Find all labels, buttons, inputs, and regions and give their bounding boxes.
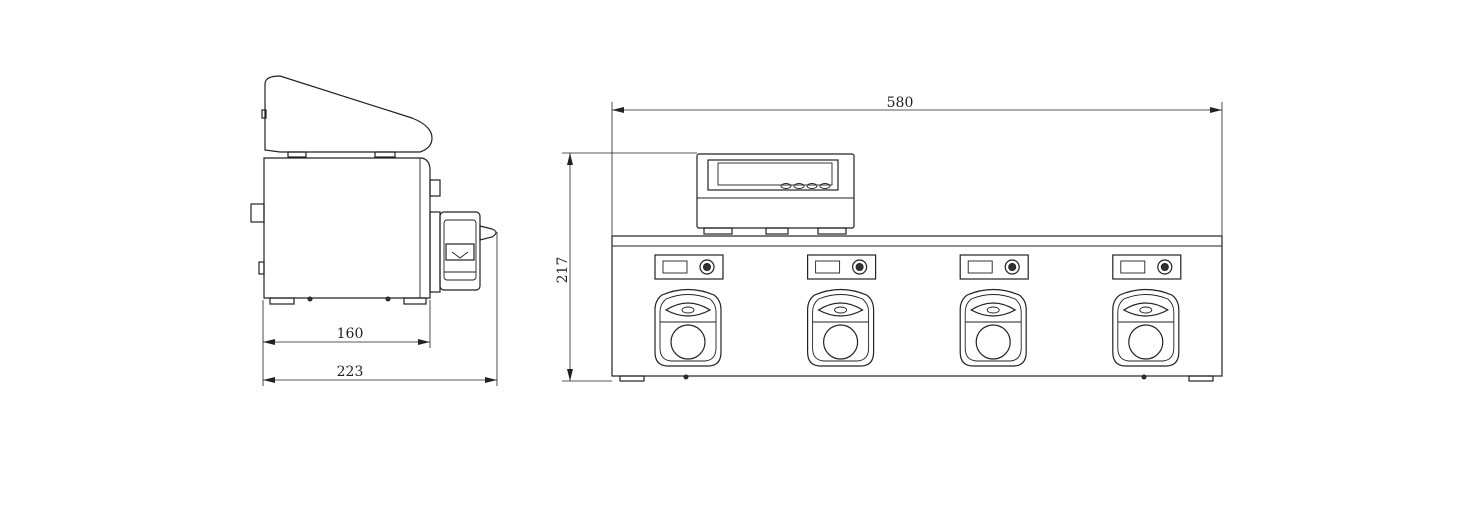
- pump-latch-lever: [664, 302, 712, 317]
- side-pump-plate: [445, 243, 475, 261]
- channel-display: [1120, 260, 1146, 274]
- dim-580-arrow-left: [612, 107, 624, 113]
- pump-latch-slot: [834, 306, 848, 314]
- pump-head-inner: [812, 294, 870, 362]
- side-foot-dot-left: [307, 296, 313, 302]
- pump-heads: [654, 254, 1182, 367]
- channel-control-panel: [959, 254, 1029, 280]
- channel-knob-center: [855, 263, 864, 271]
- front-foot-dot-left: [683, 374, 689, 380]
- channel-knob-center: [1008, 263, 1017, 271]
- pump-head-housing: [654, 288, 722, 367]
- channel-control-panel: [654, 254, 724, 280]
- pump-head-housing: [959, 288, 1027, 367]
- side-cover-knob: [261, 109, 267, 119]
- pump-latch-slot: [681, 306, 695, 314]
- front-cabinet: [611, 235, 1223, 377]
- side-foot-dot-right: [385, 296, 391, 302]
- pump-head-housing: [1112, 288, 1180, 367]
- side-foot-right: [403, 297, 427, 305]
- pump-channel-3: [959, 254, 1029, 367]
- pump-latch-lever: [970, 302, 1017, 317]
- pump-latch-slot: [986, 306, 1000, 314]
- dim-223-arrow-right: [485, 377, 497, 383]
- dim-160-label: 160: [337, 326, 364, 342]
- channel-display: [815, 260, 841, 274]
- side-right-connector: [429, 179, 441, 197]
- front-display-housing: [696, 153, 855, 229]
- pump-rotor: [975, 324, 1011, 360]
- front-display-foot-1: [703, 227, 733, 235]
- dim-580-arrow-right: [1210, 107, 1222, 113]
- front-display-foot-2: [765, 227, 789, 235]
- channel-knob-icon: [1157, 259, 1173, 275]
- dim-217-label: 217: [555, 257, 571, 284]
- channel-knob-center: [703, 263, 711, 271]
- dim-223-arrow-left: [263, 377, 275, 383]
- pump-head-inner: [1117, 294, 1175, 362]
- front-foot-right: [1188, 375, 1214, 382]
- side-left-knob: [250, 203, 265, 223]
- dim-160-arrow-left: [263, 339, 275, 345]
- pump-latch-slot: [1139, 306, 1153, 314]
- side-main-body: [263, 157, 431, 299]
- pump-channel-1: [654, 254, 724, 367]
- pump-rotor: [822, 324, 859, 360]
- side-pump-lever: [479, 225, 497, 241]
- dim-580-label: 580: [887, 95, 914, 111]
- front-display-screen: [717, 162, 833, 186]
- side-pump-head: [439, 211, 481, 291]
- front-foot-dot-right: [1141, 374, 1147, 380]
- side-foot-left: [269, 297, 295, 305]
- channel-knob-icon: [851, 259, 868, 275]
- channel-display: [662, 260, 688, 274]
- pump-head-inner: [659, 294, 717, 362]
- side-view: 160 223: [250, 75, 498, 386]
- side-pump-inner: [443, 219, 477, 281]
- dim-160-arrow-right: [418, 339, 430, 345]
- side-left-small: [258, 261, 265, 275]
- side-top-cover: [264, 75, 433, 153]
- side-cover-foot-left: [287, 151, 307, 158]
- side-cover-foot-right: [374, 151, 396, 158]
- pump-rotor: [1128, 324, 1164, 360]
- channel-display: [967, 260, 993, 274]
- front-display-screen-frame: [707, 159, 839, 191]
- pump-latch-lever: [817, 302, 864, 317]
- side-pump-chevron: [451, 251, 469, 259]
- pump-latch-lever: [1122, 302, 1169, 317]
- pump-head-housing: [807, 288, 875, 367]
- front-foot-left: [619, 375, 645, 382]
- front-display-button-1: [780, 183, 792, 189]
- dim-223-label: 223: [337, 364, 364, 380]
- pump-channel-4: [1112, 254, 1182, 367]
- front-display-button-4: [819, 183, 831, 189]
- channel-control-panel: [806, 254, 877, 280]
- pump-head-inner: [964, 294, 1022, 362]
- front-display-button-3: [806, 183, 818, 189]
- front-view: 580 217: [555, 95, 1223, 382]
- channel-knob-center: [1160, 263, 1169, 271]
- front-display-button-2: [793, 183, 805, 189]
- front-display-foot-3: [817, 227, 847, 235]
- channel-control-panel: [1112, 254, 1182, 280]
- pump-channel-2: [806, 254, 877, 367]
- pump-rotor: [670, 324, 706, 360]
- channel-knob-icon: [1004, 259, 1020, 275]
- dim-217-arrow-bottom: [567, 369, 573, 381]
- side-pump-mount: [429, 211, 441, 293]
- channel-knob-icon: [699, 259, 715, 275]
- dim-217-arrow-top: [567, 153, 573, 165]
